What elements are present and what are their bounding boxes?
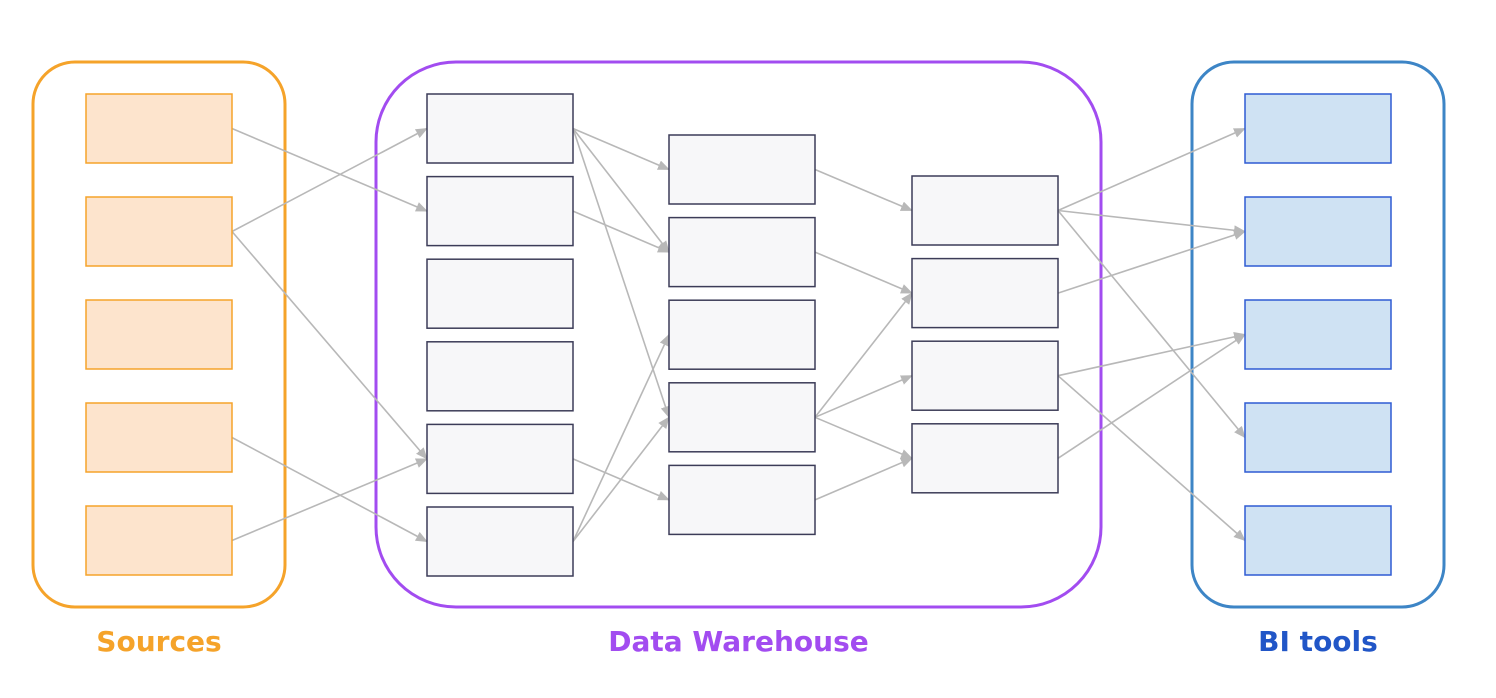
source-node-s5 [85,505,233,576]
edge-c1-t2 [1057,209,1246,236]
warehouse-node-a3 [426,258,574,329]
warehouse-node-a6 [426,506,574,577]
edges-layer [231,127,1246,543]
edge-a1-b2 [572,128,670,253]
edge-b1-c1 [814,168,913,212]
warehouse-node-a5 [426,423,574,495]
bi-tool-node-t4 [1244,402,1392,473]
sources-label: Sources [96,625,222,658]
source-node-s3 [85,299,233,370]
bi-tools-label: BI tools [1258,625,1378,658]
warehouse-node-a1 [426,93,574,164]
edge-s4-a6 [231,436,428,543]
sources-group [31,60,287,609]
edge-b2-c2 [814,251,913,294]
edge-b4-c4 [814,416,913,460]
warehouse-node-b2 [668,216,816,288]
warehouse-node-b3 [668,299,816,370]
edge-s2-a5 [231,230,428,460]
edge-s1-a2 [231,127,428,212]
bi-tool-node-t5 [1244,505,1392,576]
edge-b4-c2 [814,292,913,418]
edge-a2-b2 [572,210,670,253]
warehouse-node-b5 [668,464,816,536]
edge-c4-t3 [1057,333,1246,459]
warehouse-node-a2 [426,175,574,247]
warehouse-node-a4 [426,341,574,412]
warehouse-node-b1 [668,134,816,205]
warehouse-node-c2 [911,257,1059,329]
edge-c3-t5 [1057,375,1246,542]
warehouse-node-b4 [668,382,816,453]
edge-c3-t3 [1057,331,1246,377]
warehouse-node-c4 [911,423,1059,494]
source-node-s2 [85,196,233,267]
edge-a1-b4 [572,128,671,419]
edge-c1-t1 [1057,127,1246,212]
edge-c2-t2 [1057,230,1246,294]
source-node-s4 [85,402,233,473]
edge-s5-a5 [231,458,428,542]
edge-a1-b1 [572,127,670,171]
warehouse-node-c1 [911,175,1059,246]
edge-a6-b4 [572,416,670,542]
edge-s2-a1 [231,127,428,233]
nodes-layer [85,93,1392,577]
edge-a6-b3 [572,333,670,542]
warehouse-node-c3 [911,340,1059,411]
bi-tools-group [1190,60,1446,609]
bi-tool-node-t2 [1244,196,1392,267]
edge-b5-c4 [814,457,913,501]
bi-tool-node-t1 [1244,93,1392,164]
warehouse-label: Data Warehouse [608,625,869,658]
source-node-s1 [85,93,233,164]
warehouse-group [374,60,1103,609]
bi-tool-node-t3 [1244,299,1392,370]
edge-c1-t4 [1057,209,1246,439]
edge-b4-c3 [814,374,913,419]
